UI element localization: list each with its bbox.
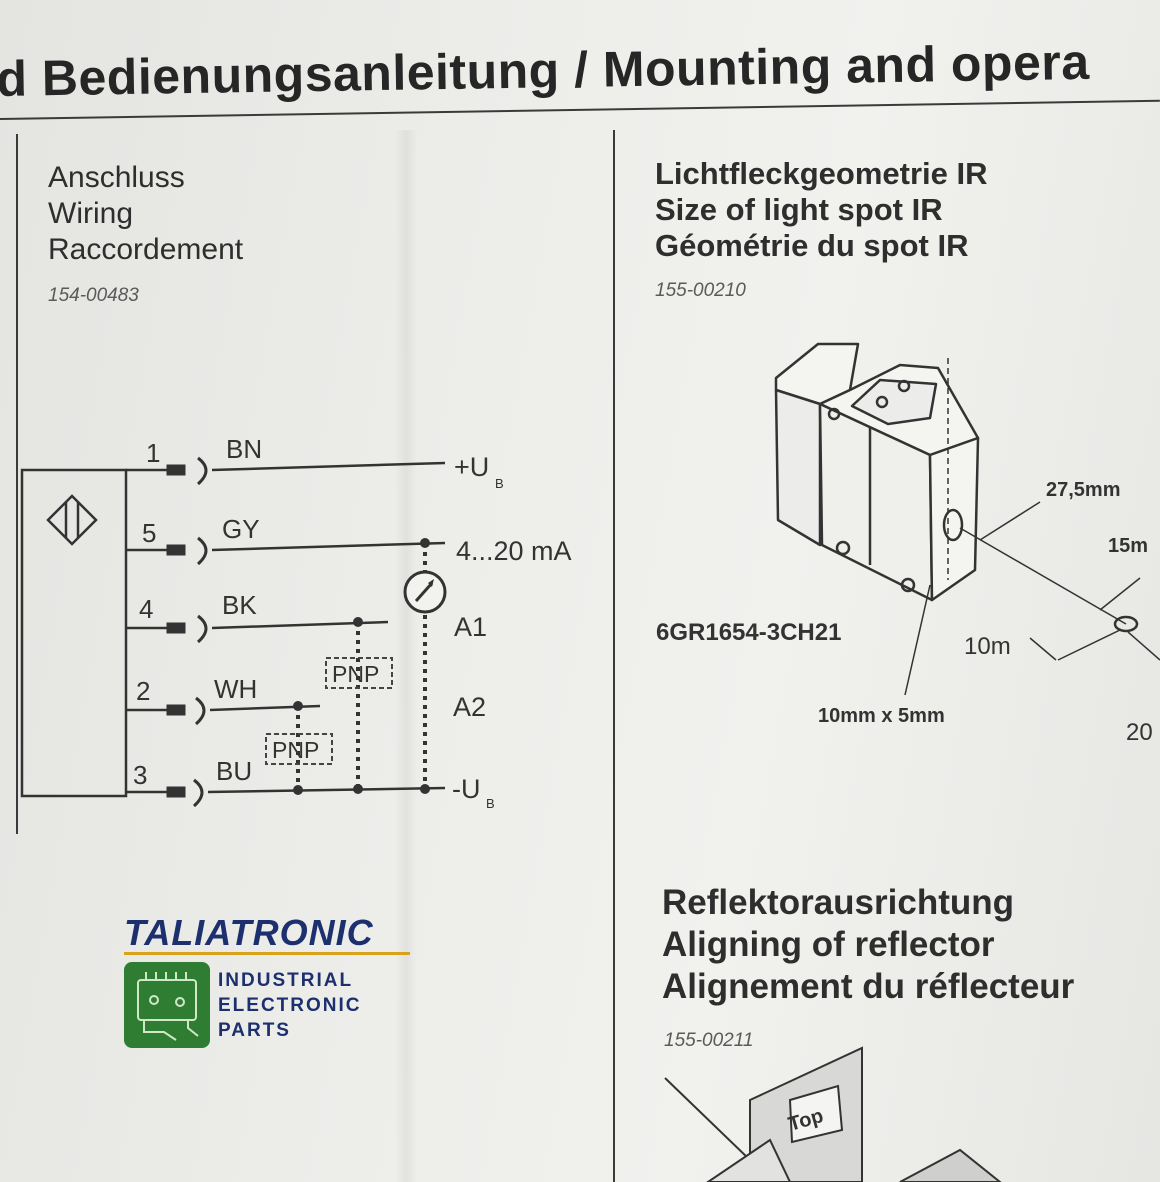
dim-spot-size: 10mm x 5mm bbox=[818, 705, 945, 727]
output-a2: A2 bbox=[453, 692, 486, 722]
dim-15m: 15m bbox=[1108, 535, 1148, 557]
spot-dimension-lines bbox=[904, 358, 1160, 696]
pin-number-3: 3 bbox=[133, 760, 147, 790]
pnp-label-a2: PNP bbox=[272, 737, 319, 763]
pin-plug-3 bbox=[166, 786, 186, 798]
dashed-links bbox=[296, 543, 427, 790]
output-minus-ub: -U bbox=[452, 774, 481, 804]
wire-color-bu: BU bbox=[216, 756, 252, 786]
output-plus-ub-sub: B bbox=[495, 476, 504, 491]
taliatronic-logo: TALIATRONIC INDUSTRIAL ELECTRONIC PARTS bbox=[120, 912, 420, 1052]
wires bbox=[207, 461, 446, 794]
pin-plug-4 bbox=[166, 622, 186, 634]
left-border bbox=[16, 134, 18, 834]
spot-title-fr: Géométrie du spot IR bbox=[655, 228, 969, 263]
pin-socket-5 bbox=[196, 536, 208, 566]
align-code: 155-00211 bbox=[664, 1030, 754, 1051]
dim-20: 20 bbox=[1126, 719, 1153, 746]
wiring-diagram bbox=[20, 468, 170, 798]
logo-words: INDUSTRIAL ELECTRONIC PARTS bbox=[218, 968, 362, 1043]
align-title-en: Aligning of reflector bbox=[662, 925, 995, 964]
pin-sockets bbox=[192, 456, 208, 808]
pin-socket-2 bbox=[194, 696, 206, 726]
wire-gy bbox=[211, 541, 446, 552]
logo-line-industrial: INDUSTRIAL bbox=[218, 970, 354, 991]
output-current: 4...20 mA bbox=[456, 536, 572, 566]
spot-title: Lichtfleckgeometrie IR Size of light spo… bbox=[655, 156, 987, 264]
align-title-de: Reflektorausrichtung bbox=[662, 883, 1014, 922]
sensor-box bbox=[20, 468, 128, 798]
align-title: Reflektorausrichtung Aligning of reflect… bbox=[662, 882, 1074, 1008]
logo-line-electronic: ELECTRONIC bbox=[218, 995, 362, 1016]
pin-plug-2 bbox=[166, 704, 186, 716]
current-meter-icon bbox=[403, 570, 447, 614]
pin-number-5: 5 bbox=[142, 518, 156, 548]
pin-socket-1 bbox=[196, 456, 208, 486]
logo-line-parts: PARTS bbox=[218, 1020, 291, 1041]
wiring-title-fr: Raccordement bbox=[48, 233, 244, 266]
sensor-isometric bbox=[774, 342, 1139, 633]
pin-number-1: 1 bbox=[146, 438, 160, 468]
sensor-symbol-icon bbox=[46, 494, 98, 546]
output-minus-ub-sub: B bbox=[486, 796, 495, 811]
junction-dots bbox=[293, 538, 430, 795]
spot-title-de: Lichtfleckgeometrie IR bbox=[655, 156, 988, 191]
pnp-label-a1: PNP bbox=[332, 661, 379, 687]
output-a1: A1 bbox=[454, 612, 487, 642]
spot-title-en: Size of light spot IR bbox=[655, 192, 943, 227]
pin-plug-5 bbox=[166, 544, 186, 556]
sensor-model: 6GR1654-3CH21 bbox=[656, 619, 841, 646]
spot-code: 155-00210 bbox=[655, 280, 746, 301]
wire-bu bbox=[207, 786, 446, 794]
logo-underline bbox=[124, 952, 410, 955]
pin-number-2: 2 bbox=[136, 676, 150, 706]
pnp-boxes bbox=[265, 657, 393, 765]
paper-fold bbox=[395, 130, 417, 1182]
wire-color-wh: WH bbox=[214, 674, 257, 704]
dim-27-5mm: 27,5mm bbox=[1046, 479, 1121, 501]
wiring-title-de: Anschluss bbox=[48, 161, 185, 194]
logo-brand: TALIATRONIC bbox=[124, 912, 374, 953]
pin-socket-3 bbox=[192, 778, 204, 808]
wire-color-bn: BN bbox=[226, 434, 262, 464]
wiring-title-en: Wiring bbox=[48, 197, 134, 230]
pin-number-4: 4 bbox=[139, 594, 153, 624]
pin-socket-4 bbox=[196, 614, 208, 644]
dim-10m: 10m bbox=[964, 633, 1011, 660]
circuit-board-icon bbox=[124, 962, 210, 1048]
wiring-title: Anschluss Wiring Raccordement bbox=[48, 160, 243, 268]
pin-connectors bbox=[166, 464, 186, 798]
align-title-fr: Alignement du réflecteur bbox=[662, 967, 1075, 1006]
wire-wh bbox=[209, 704, 321, 712]
output-plus-ub: +U bbox=[454, 452, 489, 482]
pin-plug-1 bbox=[166, 464, 186, 476]
wire-color-gy: GY bbox=[222, 514, 260, 544]
wire-color-bk: BK bbox=[222, 590, 257, 620]
column-divider bbox=[613, 130, 615, 1182]
reflector-drawing bbox=[664, 1046, 1002, 1182]
wire-bn bbox=[211, 461, 446, 472]
wiring-code: 154-00483 bbox=[48, 285, 139, 306]
